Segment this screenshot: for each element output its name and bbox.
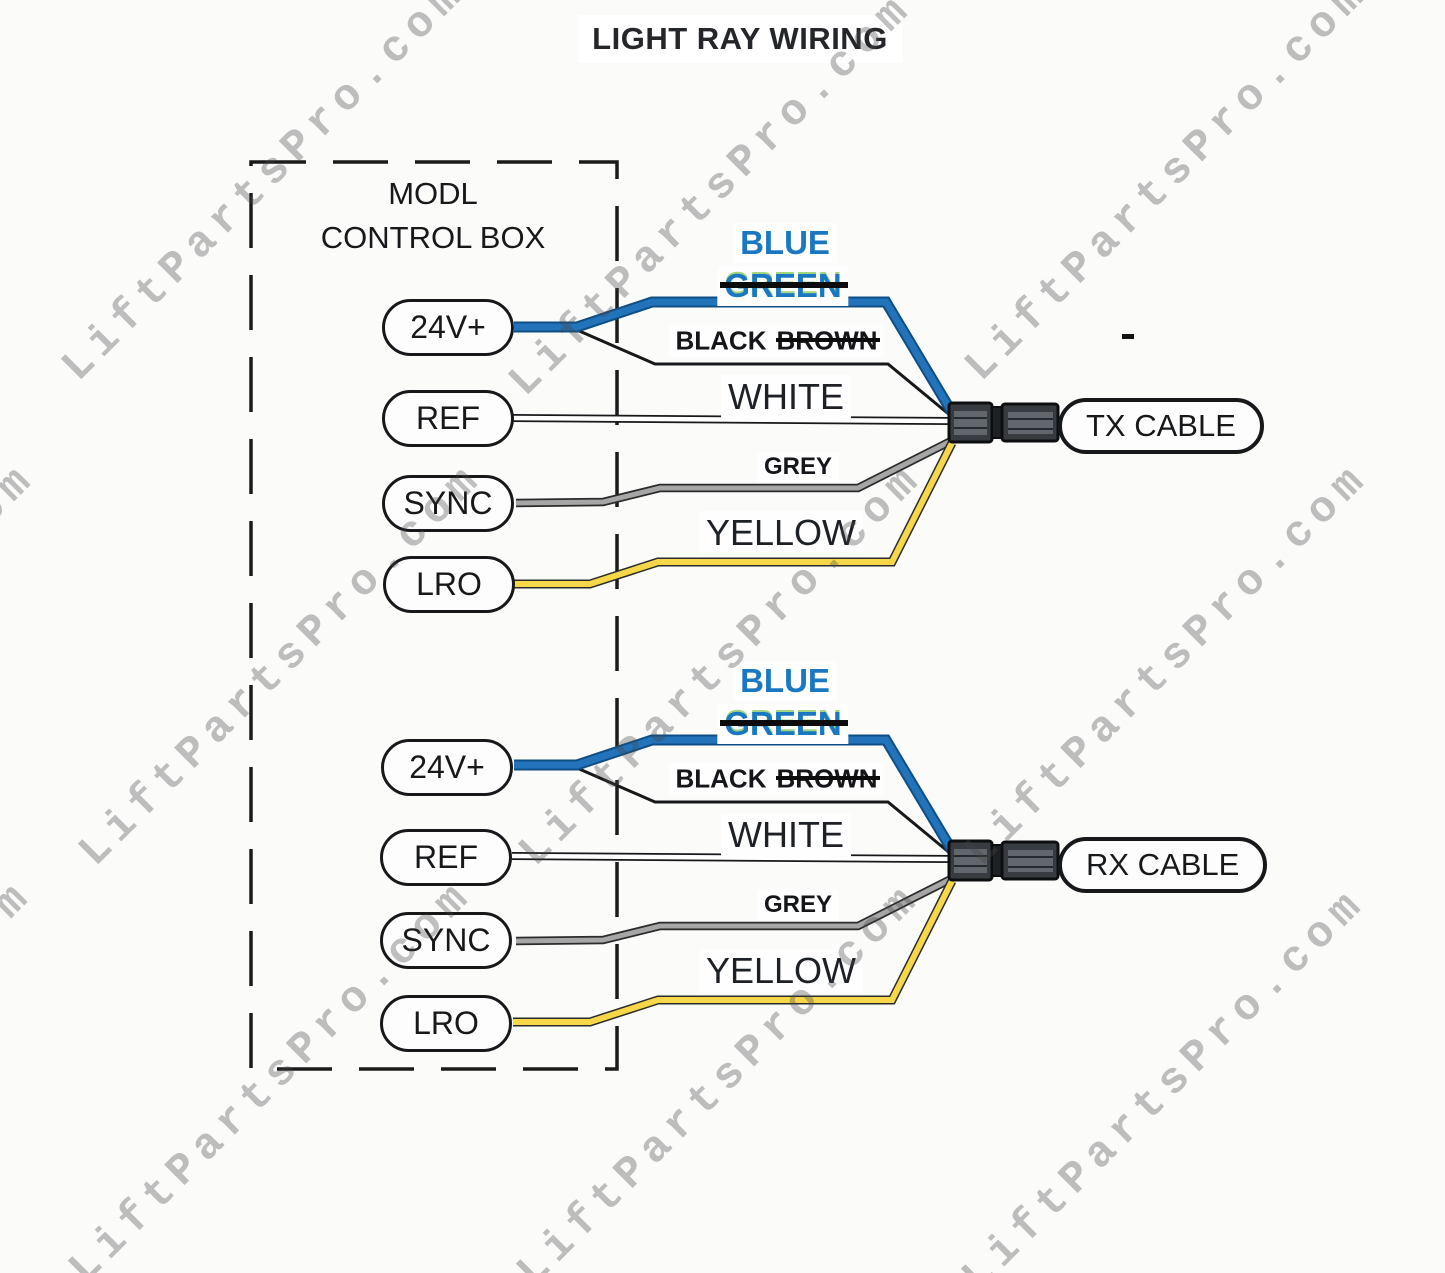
wire-label-white-top: WHITE xyxy=(721,375,851,419)
wire-blue-top xyxy=(514,298,957,416)
rx-cable-label: RX CABLE xyxy=(1058,837,1268,893)
wire-white-top xyxy=(511,415,954,424)
tx-cable-label: TX CABLE xyxy=(1058,398,1264,454)
green-strikethrough-top xyxy=(720,282,848,288)
wire-white-bottom xyxy=(511,853,954,862)
wire-black-top xyxy=(576,328,952,418)
rx-connector xyxy=(947,839,1060,882)
terminal-24v-top: 24V+ xyxy=(382,299,514,356)
terminal-sync-bottom: SYNC xyxy=(380,912,512,969)
stray-mark xyxy=(1122,334,1134,339)
control-box-label-line2: CONTROL BOX xyxy=(320,220,546,255)
wire-label-blue-bottom: BLUE xyxy=(733,661,837,701)
wire-blue-bottom xyxy=(514,736,957,854)
control-box-label-line1: MODL xyxy=(388,176,478,211)
wire-label-yellow-bottom: YELLOW xyxy=(698,949,864,993)
terminal-ref-top: REF xyxy=(382,390,514,447)
wire-label-blue-top: BLUE xyxy=(733,223,837,263)
control-box-outline xyxy=(249,160,619,1071)
wire-grey-top xyxy=(515,438,953,506)
wire-yellow-bottom xyxy=(513,879,955,1025)
terminal-sync-top: SYNC xyxy=(382,475,514,532)
terminal-ref-bottom: REF xyxy=(380,829,512,886)
wire-black-bottom xyxy=(576,766,952,856)
wire-label-grey-bottom: GREY xyxy=(756,890,840,920)
page-title: LIGHT RAY WIRING xyxy=(578,15,902,63)
wire-label-grey-top: GREY xyxy=(756,452,840,482)
wire-grey-bottom xyxy=(515,876,953,944)
wire-label-white-bottom: WHITE xyxy=(721,813,851,857)
terminal-lro-top: LRO xyxy=(383,556,515,613)
wire-label-black-bottom: BLACK xyxy=(668,762,774,796)
brown-strikethrough-top xyxy=(776,338,880,342)
wire-label-yellow-top: YELLOW xyxy=(698,511,864,555)
brown-strikethrough-bottom xyxy=(776,776,880,780)
tx-connector xyxy=(947,401,1060,444)
green-strikethrough-bottom xyxy=(720,720,848,726)
wire-label-black-top: BLACK xyxy=(668,324,774,358)
control-box-label: MODL CONTROL BOX xyxy=(321,172,546,260)
terminal-lro-bottom: LRO xyxy=(380,995,512,1052)
wire-yellow-top xyxy=(513,441,955,587)
terminal-24v-bottom: 24V+ xyxy=(381,739,513,796)
